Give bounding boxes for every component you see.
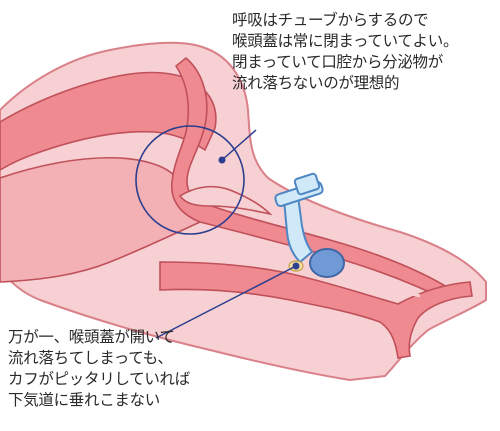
- cuff-annotation-line-1: 万が一、喉頭蓋が開いて: [8, 328, 175, 346]
- cuff-annotation-line-2: 流れ落ちてしまっても、: [8, 349, 173, 367]
- epiglottis-annotation: 呼吸はチューブからするので 喉頭蓋は常に閉まっていてよい。 閉まっていて口腔から…: [232, 10, 458, 94]
- cuff-callout-line: [155, 265, 297, 339]
- epiglottis-callout-dot: [218, 156, 226, 164]
- cuff-annotation-line-4: 下気道に垂れこまない: [8, 391, 161, 409]
- cuff-annotation: 万が一、喉頭蓋が開いて 流れ落ちてしまっても、 カフがピッタリしていれば 下気道…: [8, 327, 190, 411]
- epiglottis-annotation-line-3: 閉まっていて口腔から分泌物が: [232, 53, 443, 71]
- epiglottis-annotation-line-2: 喉頭蓋は常に閉まっていてよい。: [232, 32, 459, 50]
- trachea: [159, 261, 473, 359]
- epiglottis: [178, 185, 273, 216]
- cuff-annotation-line-3: カフがピッタリしていれば: [8, 370, 190, 388]
- cuff-callout-dot: [292, 262, 300, 270]
- epiglottis-annotation-line-4: 流れ落ちないのが理想的: [232, 74, 400, 92]
- tube-connector: [293, 172, 321, 196]
- tracheostomy-tube: [282, 194, 314, 264]
- epiglottis-callout-line: [221, 129, 257, 161]
- nasal-cavity-tissue: [0, 71, 217, 171]
- epiglottis-callout-circle: [135, 125, 245, 235]
- epiglottis-annotation-line-1: 呼吸はチューブからするので: [232, 11, 429, 29]
- tube-cuff: [309, 248, 345, 278]
